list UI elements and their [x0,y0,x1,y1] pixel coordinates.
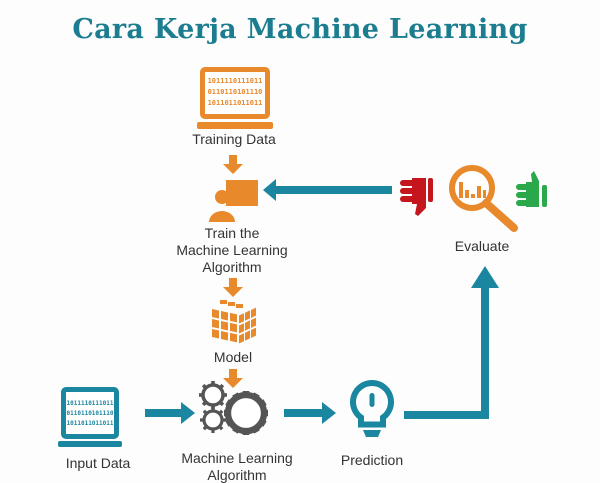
training-bits-2: 0110110101110 [208,88,263,96]
input-bits-2: 0110110101110 [67,410,114,417]
arrow-input-to-algorithm [145,402,195,424]
cube-block [245,320,250,331]
arrow-down-1 [223,155,243,174]
cube-block [221,330,228,341]
cube-block [245,310,250,321]
ml-algorithm-label-1: Machine Learning [181,450,293,466]
cube-block [239,333,244,344]
cube-block [228,302,235,306]
train-label-3: Algorithm [202,259,262,275]
cube-block [230,332,237,343]
gear [199,381,227,409]
arrow-down-3 [223,369,243,388]
evaluate-label: Evaluate [454,238,510,254]
arrow-algorithm-to-prediction [284,402,336,424]
cube-block [221,310,228,321]
training-data-label: Training Data [192,131,276,147]
gear [224,391,268,435]
magnifier-chart-icon [449,165,518,232]
model-label: Model [213,349,253,365]
cube-block [212,309,219,319]
cube-block [239,323,244,334]
trainer-icon [209,180,258,222]
training-data-laptop-icon: 1011110111011 0110110101110 101101101101… [197,67,273,129]
diagram-title: Cara Kerja Machine Learning [72,14,528,45]
training-bits-3: 1011011011011 [208,99,263,107]
thumbs-down-icon [400,178,433,216]
cube-block [251,327,256,338]
input-data-laptop-icon: 1011110111011 0110110101110 101101101101… [58,387,122,447]
ml-algorithm-label-2: Algorithm [207,467,267,483]
input-data-label: Input Data [65,455,131,471]
model-cube-icon [212,300,256,344]
cube-block [239,313,244,324]
cube-block [212,319,219,329]
cube-block [212,329,219,339]
cube-block [251,317,256,328]
lightbulb-icon [350,379,394,437]
cube-block [230,312,237,323]
train-label-1: Train the [204,225,260,241]
arrow-evaluate-to-train [263,179,392,201]
prediction-label: Prediction [340,452,404,468]
input-bits-3: 1011011011011 [67,420,114,427]
training-bits-1: 1011110111011 [208,77,263,85]
input-bits-1: 1011110111011 [67,400,114,407]
cube-block [236,304,243,308]
arrow-down-2 [223,278,243,297]
cube-block [220,300,227,304]
cube-block [221,320,228,331]
arrow-prediction-to-evaluate [404,266,499,419]
cube-block [245,330,250,341]
cube-block [230,322,237,333]
cube-block [251,307,256,318]
gears-icon [199,381,268,435]
train-label-2: Machine Learning [176,242,288,258]
gear [200,407,226,433]
thumbs-up-icon [516,171,547,207]
